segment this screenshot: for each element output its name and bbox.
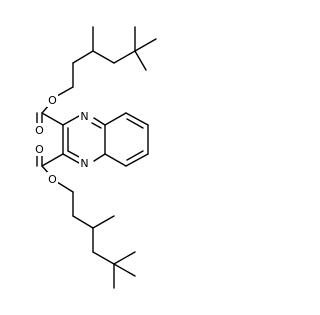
bond <box>134 50 147 71</box>
bond <box>126 118 144 129</box>
bond <box>126 150 144 161</box>
nitrogen-atom-label: N <box>80 157 88 170</box>
oxygen-atom-label: O <box>48 173 57 186</box>
bond <box>104 153 127 167</box>
atom-label-O-carbonyl-bottom: O <box>34 142 45 156</box>
molecule-structure-diagram: O O N N O O <box>34 26 157 289</box>
bond <box>56 86 74 97</box>
bond <box>92 215 115 229</box>
atom-label-O-ester-top: O <box>47 93 58 107</box>
bond <box>93 117 106 126</box>
atom-label-N-bottom: N <box>79 156 90 170</box>
bond <box>93 153 106 162</box>
bond <box>91 122 102 129</box>
bond <box>92 251 115 265</box>
bond <box>41 153 64 167</box>
bond <box>104 112 127 126</box>
bond <box>62 153 80 164</box>
atom-label-N-top: N <box>79 109 90 123</box>
bond <box>41 112 64 126</box>
bond <box>113 263 136 277</box>
bond <box>72 215 94 229</box>
atom-label-O-carbonyl-top: O <box>34 123 45 137</box>
bond <box>92 50 115 64</box>
quinoxaline-ring <box>62 112 149 167</box>
oxygen-atom-label: O <box>35 124 44 137</box>
atom-label-O-ester-bottom: O <box>47 172 58 186</box>
bond <box>72 50 94 64</box>
bottom-alkyl-chain <box>56 181 136 289</box>
oxygen-atom-label: O <box>35 143 44 156</box>
nitrogen-atom-label: N <box>80 110 88 123</box>
bond <box>134 38 157 52</box>
bond <box>125 153 149 167</box>
top-alkyl-chain <box>56 26 157 97</box>
oxygen-atom-label: O <box>48 94 57 107</box>
bond <box>113 50 136 64</box>
bond <box>125 112 149 126</box>
bond <box>113 251 136 265</box>
bond <box>56 181 74 193</box>
bond <box>62 115 80 126</box>
bond <box>67 150 82 159</box>
